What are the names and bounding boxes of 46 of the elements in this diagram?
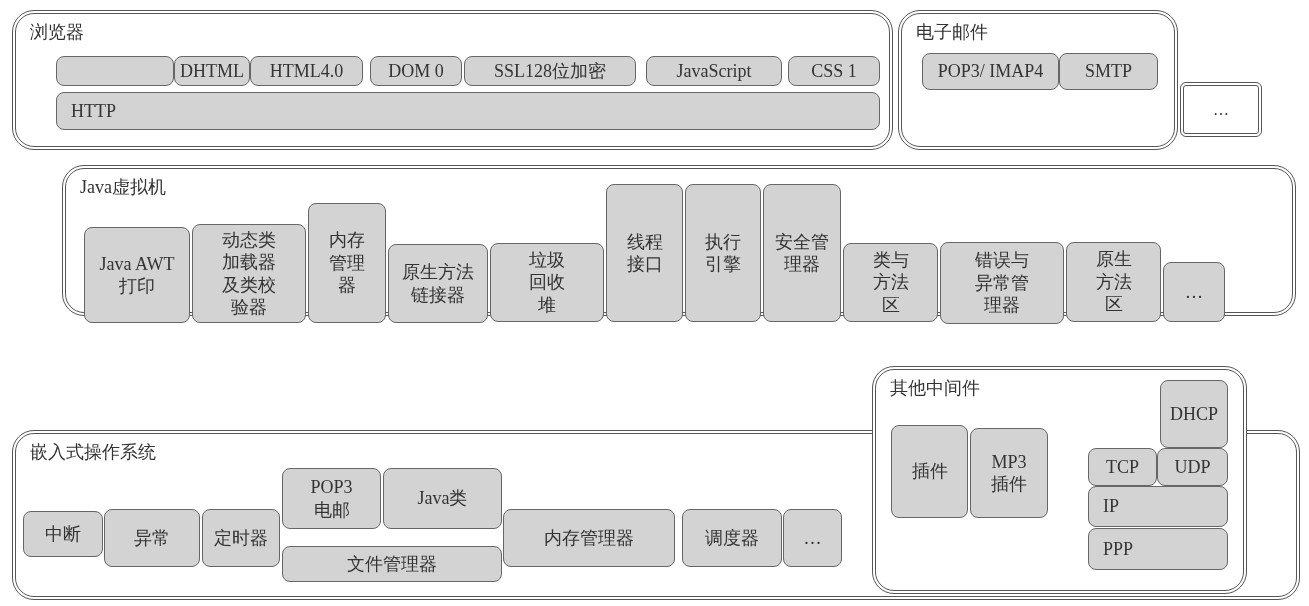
module-box [56, 56, 174, 86]
module-box: Java类 [383, 468, 502, 529]
module-box: 异常 [104, 509, 200, 567]
module-box: … [1163, 262, 1225, 322]
module-box: 内存管理器 [308, 203, 386, 323]
module-box: 线程接口 [606, 184, 683, 322]
module-box: DOM 0 [370, 56, 462, 86]
layer-panel [12, 10, 893, 150]
module-box: SSL128位加密 [464, 56, 636, 86]
module-box: HTTP [56, 92, 880, 130]
module-box: 垃圾回收堆 [490, 243, 604, 322]
module-box: … [783, 509, 842, 567]
module-box: UDP [1157, 448, 1228, 486]
module-box: CSS 1 [788, 56, 880, 86]
module-box: PPP [1088, 528, 1228, 570]
panel-title: 浏览器 [30, 21, 84, 44]
panel-title: 其他中间件 [890, 377, 980, 400]
module-box: 插件 [891, 425, 968, 518]
module-box: DHTML [174, 56, 250, 86]
module-box: 原生方法区 [1066, 242, 1161, 322]
layer-panel [898, 10, 1178, 150]
module-box: 内存管理器 [503, 509, 675, 567]
module-box: POP3电邮 [282, 468, 381, 529]
module-box: JavaScript [646, 56, 782, 86]
module-box: 中断 [23, 511, 103, 557]
panel-title: 嵌入式操作系统 [30, 441, 156, 464]
module-box: 动态类加载器及类校验器 [192, 224, 306, 323]
module-box: POP3/ IMAP4 [922, 53, 1059, 90]
module-box: 类与方法区 [843, 243, 938, 322]
module-box: 错误与异常管理器 [940, 242, 1064, 324]
module-box: 文件管理器 [282, 546, 502, 582]
module-box: Java AWT打印 [84, 227, 190, 323]
module-box: 调度器 [682, 509, 782, 567]
module-box: TCP [1088, 448, 1157, 486]
panel-title: Java虚拟机 [80, 176, 166, 199]
panel-title: 电子邮件 [916, 21, 988, 44]
module-box: HTML4.0 [250, 56, 363, 86]
module-box: 定时器 [202, 509, 280, 567]
module-box: DHCP [1160, 380, 1228, 448]
module-box: SMTP [1059, 53, 1158, 90]
module-box: IP [1088, 486, 1228, 527]
module-box: MP3插件 [970, 428, 1048, 518]
module-box: 安全管理器 [763, 184, 841, 322]
ellipsis-box: … [1180, 82, 1262, 137]
module-box: 原生方法链接器 [388, 244, 488, 323]
module-box: 执行引擎 [685, 184, 761, 322]
